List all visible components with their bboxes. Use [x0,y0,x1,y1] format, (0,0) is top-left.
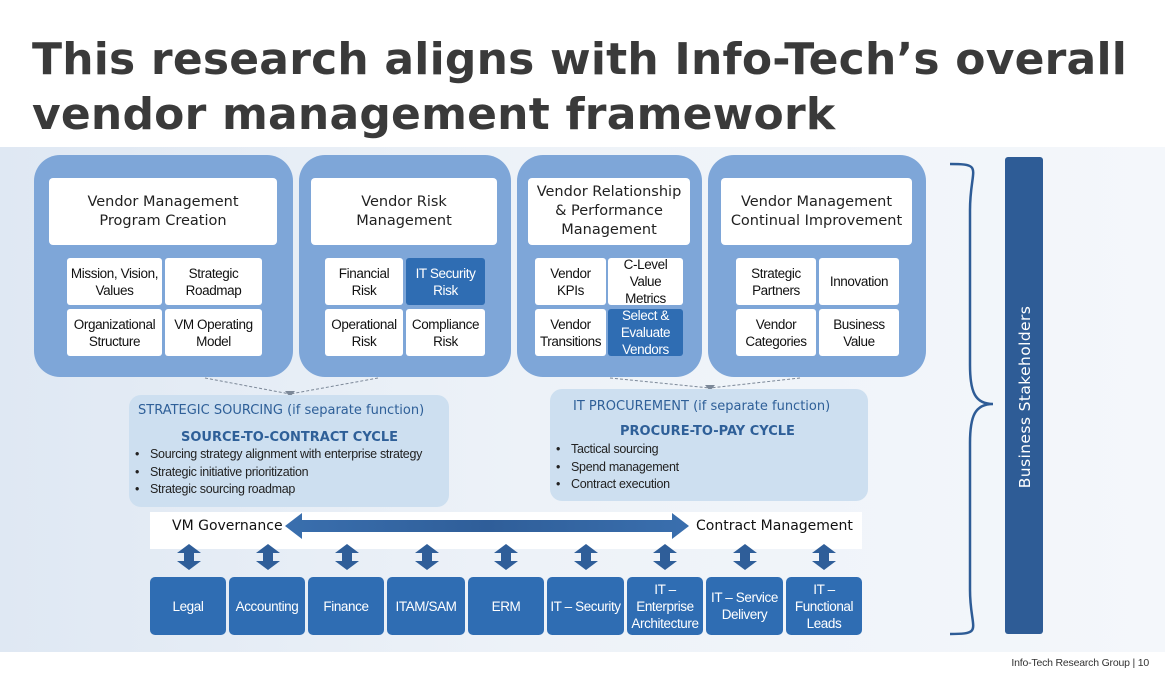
cell-operational-risk: Operational Risk [325,309,403,356]
vertical-double-arrow [574,544,598,570]
stakeholder-brace [949,162,994,636]
vertical-double-arrow [812,544,836,570]
procurement-bullet: Spend management [556,459,679,477]
cell-strategic-partners: Strategic Partners [736,258,816,305]
sourcing-bullets: Sourcing strategy alignment with enterpr… [135,446,422,499]
cell-c-level-value-metrics: C-Level Value Metrics [608,257,683,306]
cell-strategic-roadmap: Strategic Roadmap [165,258,262,305]
cell-vendor-transitions: Vendor Transitions [535,309,606,356]
contract-management-label: Contract Management [696,518,853,534]
connector-dash [289,377,379,395]
procurement-bullet: Tactical sourcing [556,441,679,459]
procurement-cycle-heading: PROCURE-TO-PAY CYCLE [620,424,795,439]
connector-dash [609,377,711,389]
cell-vm-operating-model: VM Operating Model [165,309,262,356]
connector-dash [709,377,801,389]
pillar-title: Vendor Management Continual Improvement [721,178,912,245]
sourcing-cycle-heading: SOURCE-TO-CONTRACT CYCLE [181,430,398,445]
vertical-double-arrow [494,544,518,570]
governance-double-arrow [285,513,689,539]
pillar-title: Vendor Management Program Creation [49,178,277,245]
sourcing-bullet: Strategic sourcing roadmap [135,481,422,499]
cell-it-security-risk: IT Security Risk [406,258,485,305]
vm-governance-label: VM Governance [172,518,283,534]
function-it-security: IT – Security [547,577,624,635]
function-itam-sam: ITAM/SAM [387,577,465,635]
function-legal: Legal [150,577,226,635]
pillar-title-text: Vendor Management Program Creation [87,193,239,229]
strategic-sourcing-box: STRATEGIC SOURCING (if separate function… [129,395,449,507]
function-accounting: Accounting [229,577,305,635]
sourcing-function-label: STRATEGIC SOURCING (if separate function… [138,403,425,418]
function-finance: Finance [308,577,384,635]
vertical-double-arrow [415,544,439,570]
cell-vendor-kpis: Vendor KPIs [535,258,606,305]
footer-text: Info-Tech Research Group | 10 [1011,657,1149,669]
procurement-function-label: IT PROCUREMENT (if separate function) [573,399,831,414]
function-it-service-delivery: IT – Service Delivery [706,577,783,635]
cell-innovation: Innovation [819,258,899,305]
procurement-bullets: Tactical sourcing Spend management Contr… [556,441,679,494]
cell-compliance-risk: Compliance Risk [406,309,485,356]
cell-organizational-structure: Organizational Structure [67,309,162,356]
title-text: This research aligns with Info-Tech’s ov… [32,34,1128,140]
connector-arrowhead [705,385,715,391]
pillar-title-text: Vendor Relationship & Performance Manage… [536,184,682,238]
vertical-double-arrow [256,544,280,570]
connector-dash [204,377,291,395]
cell-business-value: Business Value [819,309,899,356]
cell-select-evaluate-vendors: Select & Evaluate Vendors [608,308,683,357]
business-stakeholders-label: Business Stakeholders [1016,305,1034,489]
vertical-double-arrow [733,544,757,570]
pillar-title: Vendor Relationship & Performance Manage… [528,178,690,245]
sourcing-bullet: Strategic initiative prioritization [135,464,422,482]
vertical-double-arrow [177,544,201,570]
it-procurement-box: IT PROCUREMENT (if separate function) PR… [550,389,868,501]
pillar-title-text: Vendor Management Continual Improvement [730,193,903,229]
vertical-double-arrow [335,544,359,570]
cell-financial-risk: Financial Risk [325,258,403,305]
connector-arrowhead [285,391,295,397]
function-it-enterprise-architecture: IT – Enterprise Architecture [627,577,703,635]
function-it-functional-leads: IT – Functional Leads [786,577,862,635]
cell-vendor-categories: Vendor Categories [736,309,816,356]
page-title: This research aligns with Info-Tech’s ov… [32,32,1132,142]
pillar-title: Vendor Risk Management [311,178,497,245]
cell-mission-vision-values: Mission, Vision, Values [67,258,162,305]
function-erm: ERM [468,577,544,635]
pillar-title-text: Vendor Risk Management [356,193,452,229]
procurement-bullet: Contract execution [556,476,679,494]
business-stakeholders-bar [1005,157,1043,634]
vertical-double-arrow [653,544,677,570]
sourcing-bullet: Sourcing strategy alignment with enterpr… [135,446,422,464]
